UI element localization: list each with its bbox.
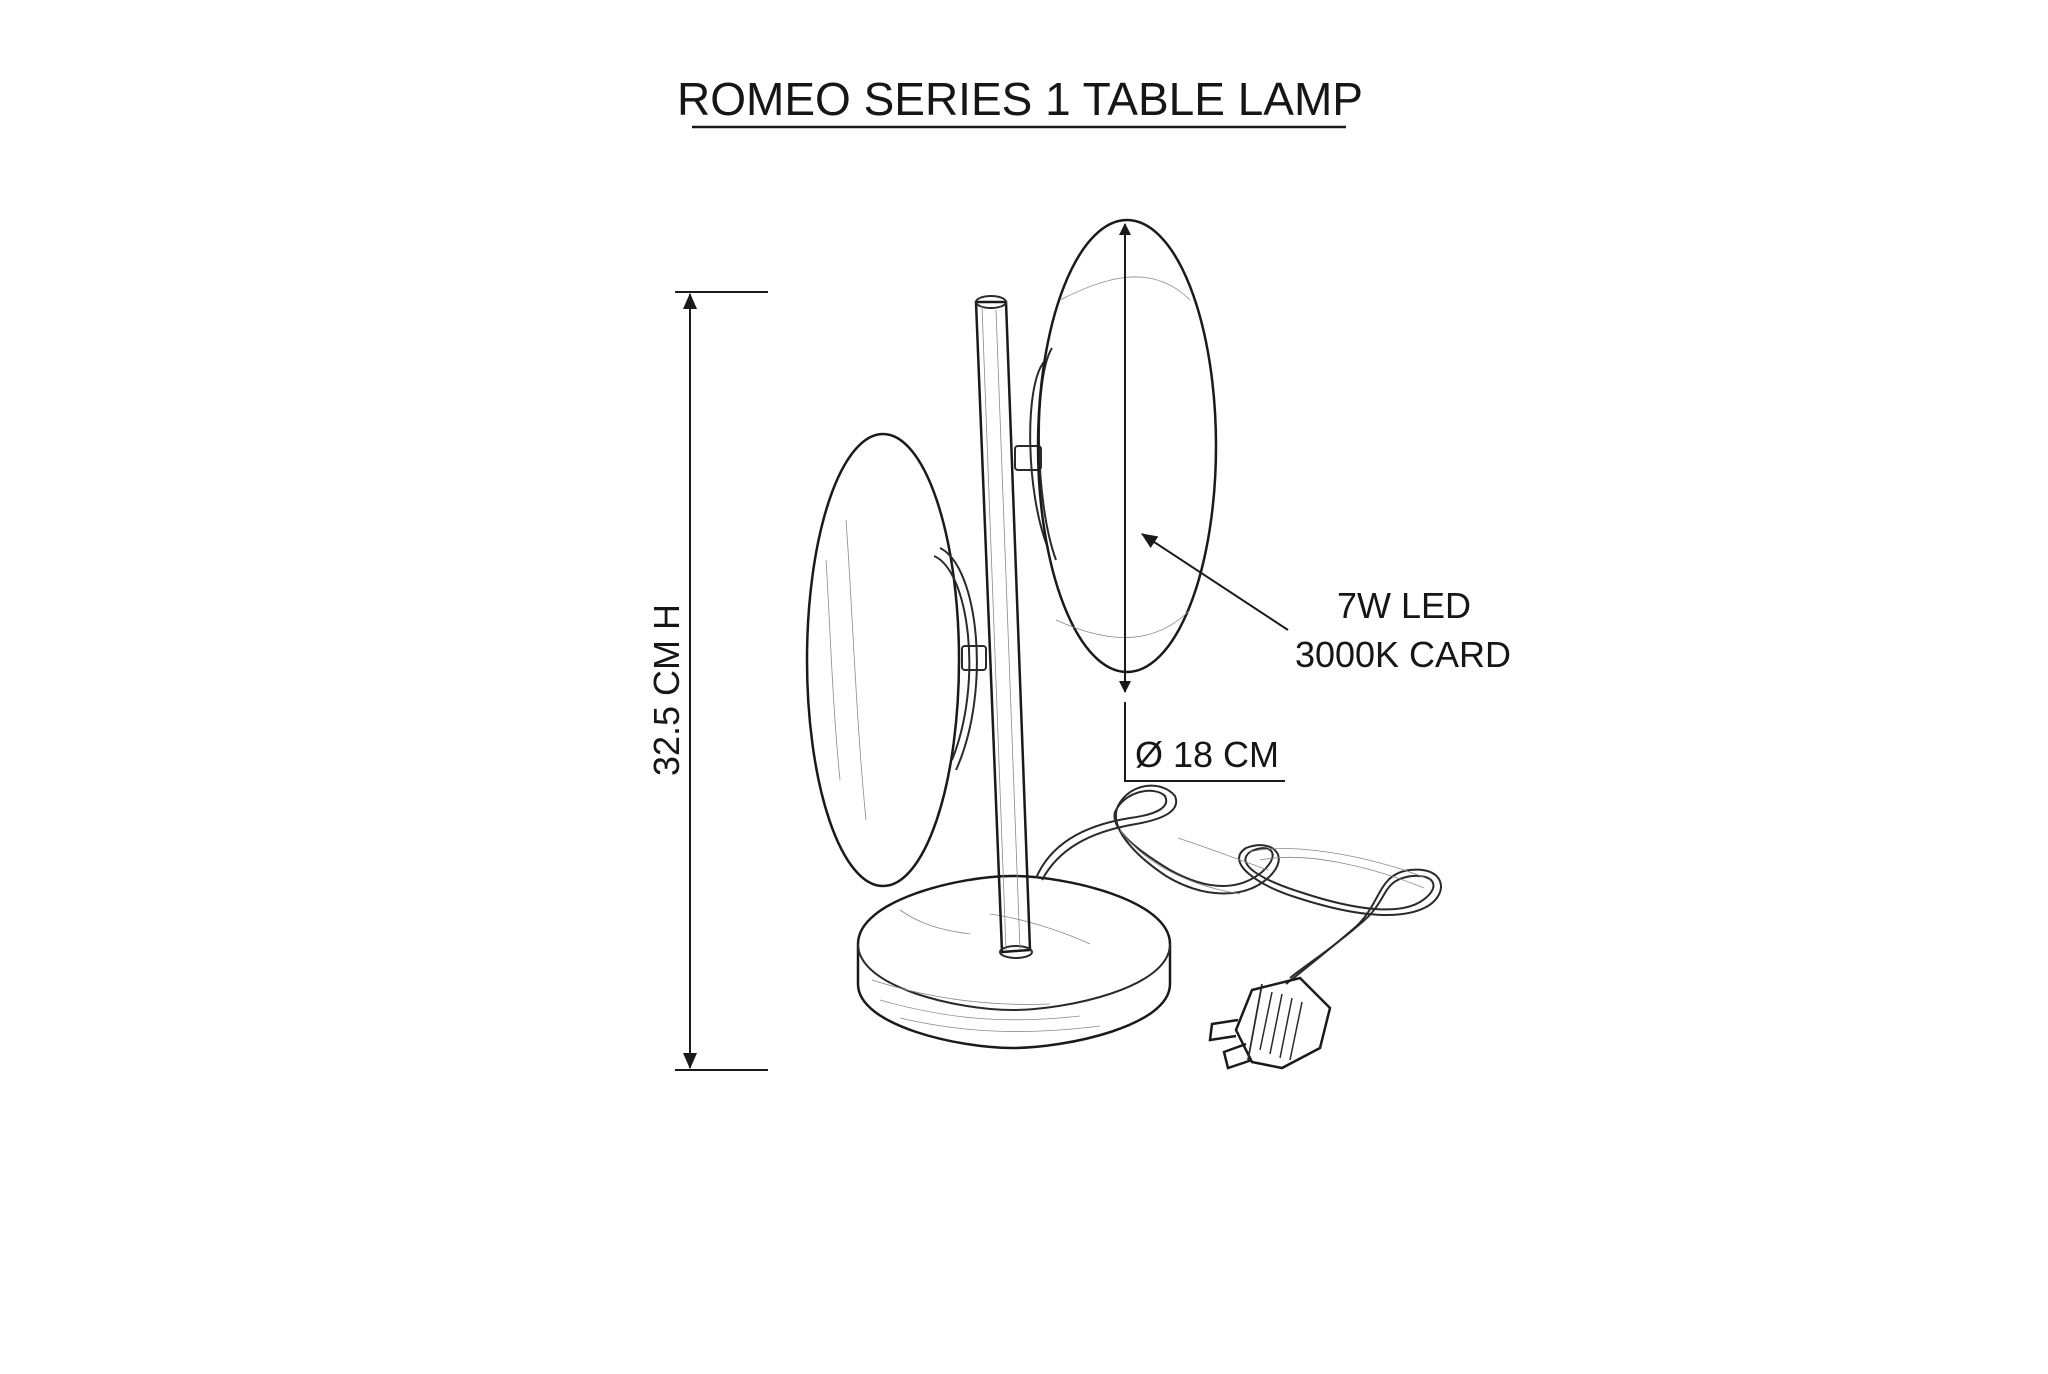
lamp-rod — [974, 295, 1033, 959]
power-plug — [1208, 976, 1332, 1070]
led-callout: 7W LED 3000K CARD — [1141, 533, 1511, 675]
drawing-title: ROMEO SERIES 1 TABLE LAMP — [677, 73, 1363, 125]
lower-left-disc — [805, 432, 987, 888]
height-dimension: 32.5 CM H — [646, 291, 768, 1071]
height-label: 32.5 CM H — [646, 604, 687, 776]
upper-right-disc — [1014, 218, 1218, 674]
led-callout-line2: 3000K CARD — [1295, 634, 1511, 675]
title-block: ROMEO SERIES 1 TABLE LAMP — [677, 73, 1363, 129]
power-cord — [1035, 784, 1442, 985]
led-callout-leader — [1141, 533, 1289, 631]
lamp-base — [856, 874, 1172, 1050]
diameter-label: Ø 18 CM — [1135, 734, 1279, 775]
led-callout-line1: 7W LED — [1337, 585, 1471, 626]
diameter-leader — [1124, 702, 1285, 782]
diameter-dimension: Ø 18 CM — [1119, 223, 1285, 782]
